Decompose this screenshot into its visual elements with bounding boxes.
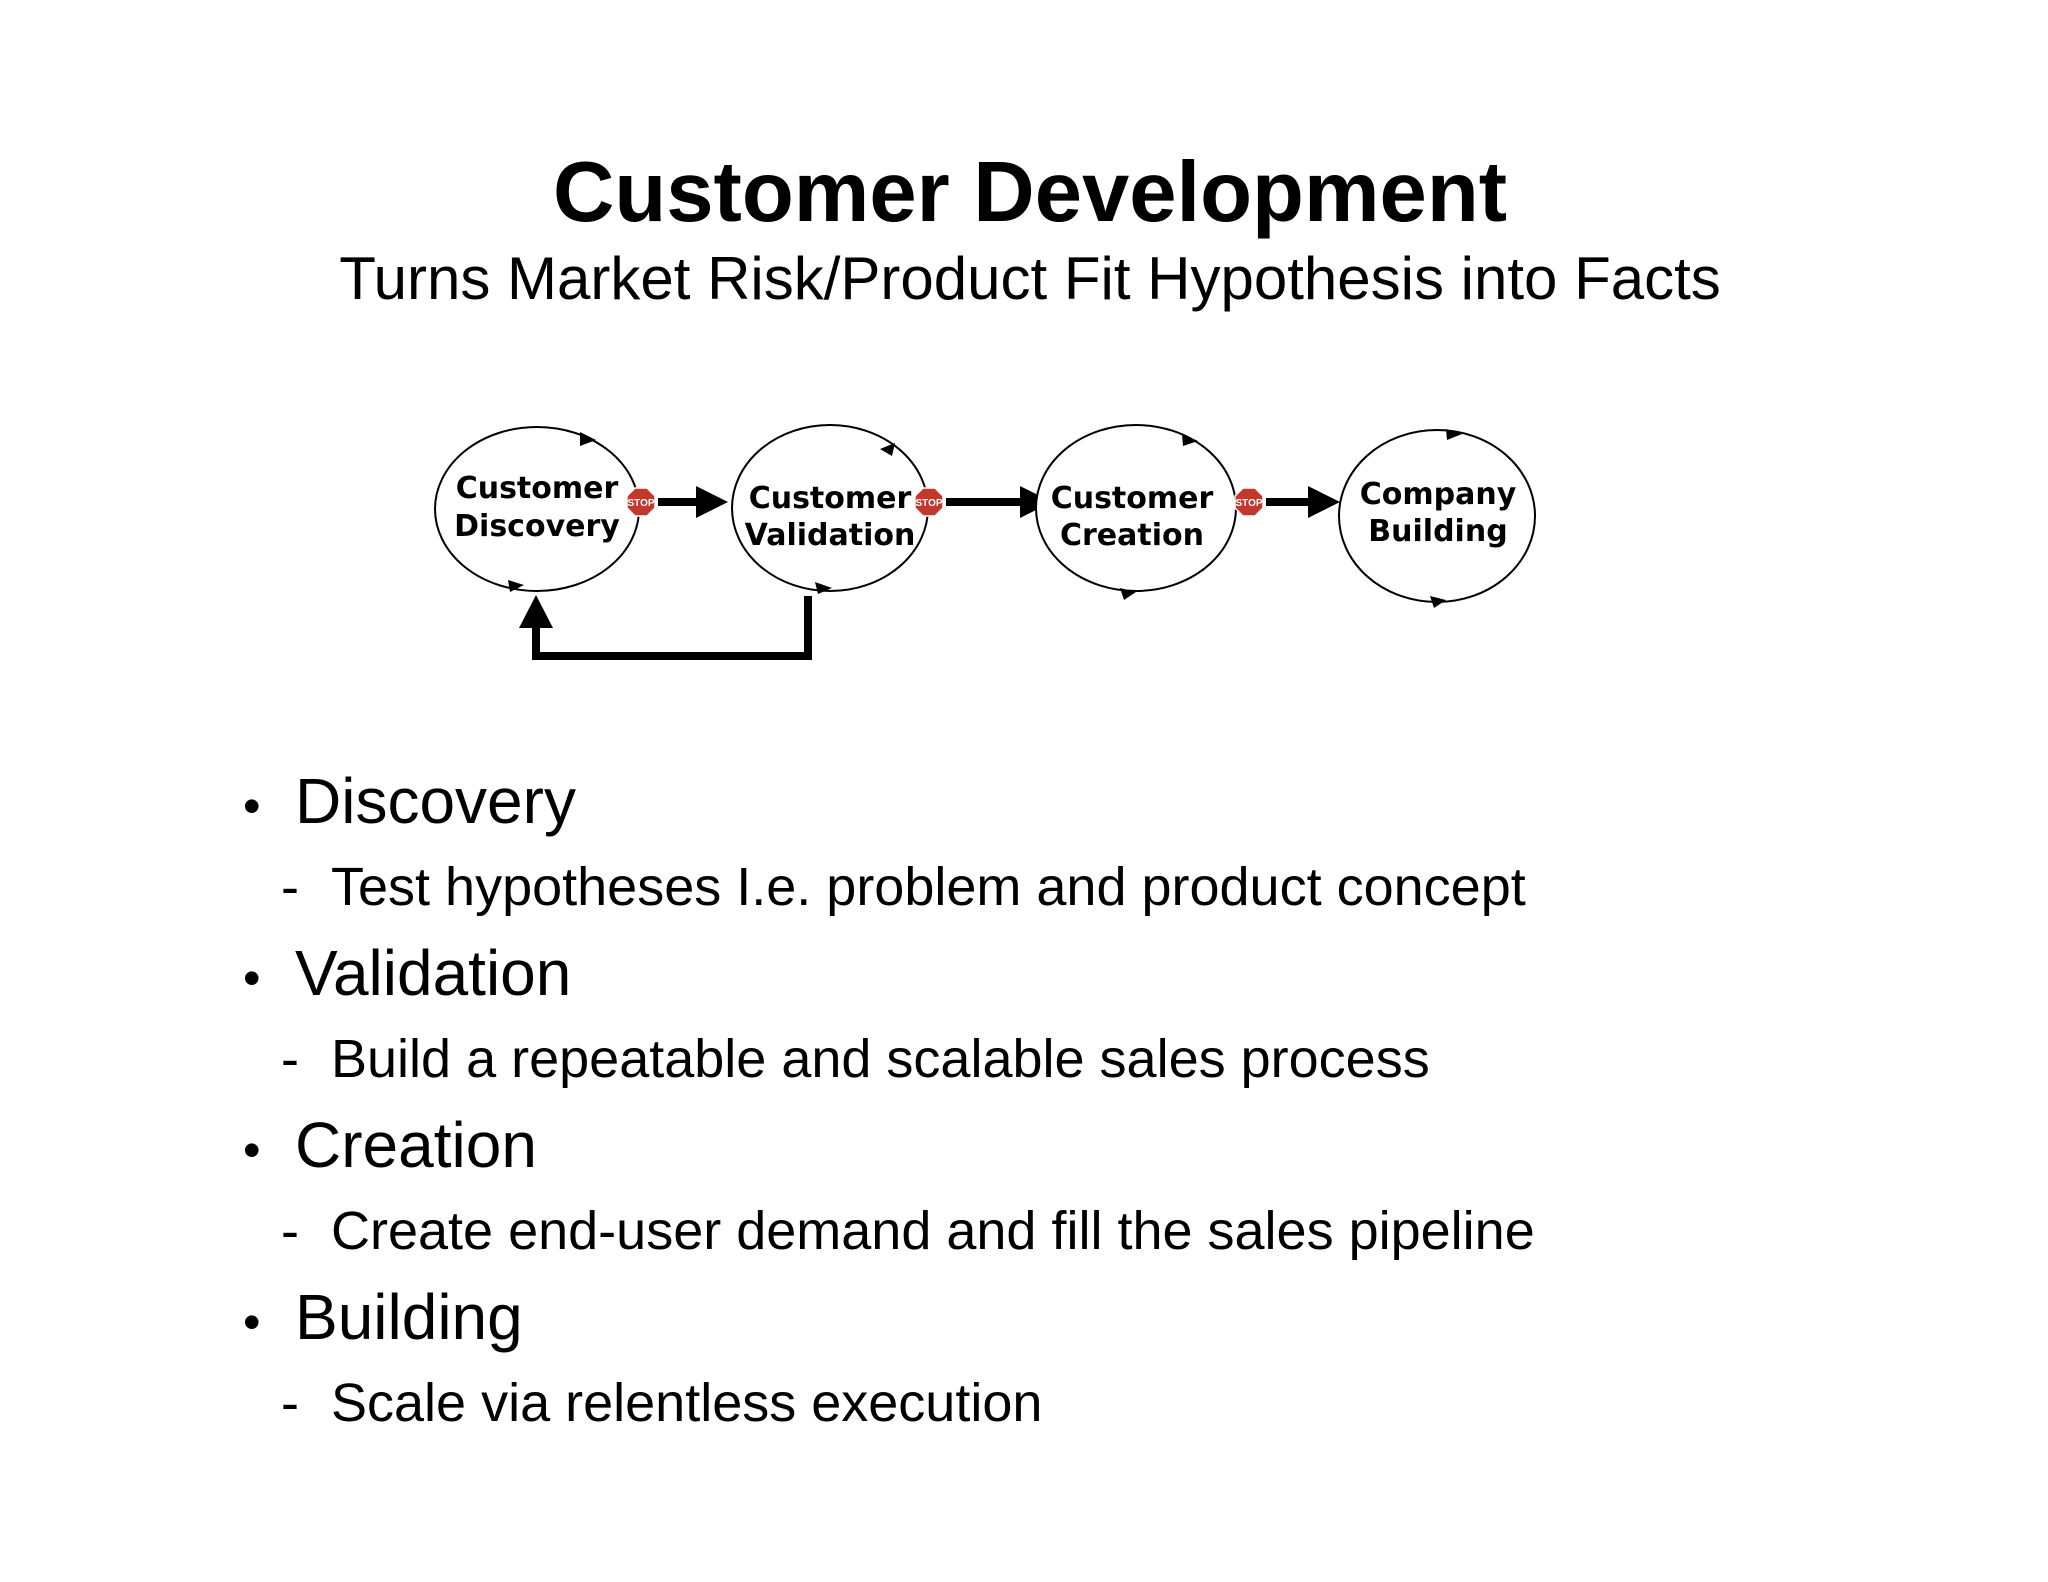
stop-sign-label: STOP	[915, 498, 942, 509]
list-item: • Discovery - Test hypotheses I.e. probl…	[243, 760, 1535, 932]
bullet-detail: Test hypotheses I.e. problem and product…	[331, 857, 1526, 917]
node-customer-discovery: Customer Discovery	[434, 426, 640, 592]
stop-sign-icon: STOP	[626, 487, 656, 517]
node-label-line2: Creation	[1060, 518, 1204, 553]
cycle-arrowhead-icon	[1446, 429, 1462, 440]
dash-icon: -	[281, 1201, 299, 1261]
cycle-arrowhead-icon	[1120, 588, 1136, 600]
dash-icon: -	[281, 1029, 299, 1089]
list-item: • Creation - Create end-user demand and …	[243, 1104, 1535, 1276]
dash-icon: -	[281, 857, 299, 917]
bullet-icon: •	[243, 950, 261, 1006]
cycle-arrowhead-icon	[580, 432, 596, 446]
cycle-arrowhead-icon	[815, 582, 832, 594]
slide-subtitle: Turns Market Risk/Product Fit Hypothesis…	[339, 245, 1721, 312]
stop-sign-icon: STOP	[1234, 487, 1264, 517]
node-label-line2: Validation	[745, 518, 916, 553]
bullet-detail: Create end-user demand and fill the sale…	[331, 1201, 1535, 1261]
bullet-label: Validation	[295, 937, 572, 1009]
node-customer-creation: Customer Creation	[1035, 424, 1237, 600]
bullet-list: • Discovery - Test hypotheses I.e. probl…	[243, 760, 1535, 1448]
cycle-arrowhead-icon	[1430, 596, 1446, 608]
feedback-loop-arrow	[519, 595, 812, 660]
stop-sign-label: STOP	[1235, 498, 1262, 509]
bullet-label: Creation	[295, 1109, 537, 1181]
node-label-line1: Customer	[749, 481, 912, 516]
bullet-detail: Scale via relentless execution	[331, 1373, 1043, 1433]
node-label-line1: Customer	[456, 471, 619, 506]
node-company-building: Company Building	[1338, 429, 1536, 608]
node-label-line1: Customer	[1051, 481, 1214, 516]
node-customer-validation: Customer Validation	[731, 424, 929, 594]
bullet-label: Discovery	[295, 765, 576, 837]
arrow-creation-to-building	[1266, 486, 1340, 518]
dash-icon: -	[281, 1373, 299, 1433]
list-item: • Building - Scale via relentless execut…	[243, 1276, 1535, 1448]
cycle-arrowhead-icon	[1182, 434, 1198, 446]
arrow-discovery-to-validation	[658, 486, 728, 518]
cycle-arrowhead-icon	[880, 443, 895, 456]
bullet-icon: •	[243, 1294, 261, 1350]
bullet-detail: Build a repeatable and scalable sales pr…	[331, 1029, 1430, 1089]
bullet-icon: •	[243, 1122, 261, 1178]
stop-sign-icon: STOP	[914, 487, 944, 517]
node-label-line2: Building	[1368, 514, 1507, 549]
stop-sign-label: STOP	[627, 498, 654, 509]
node-label-line1: Company	[1360, 477, 1517, 512]
cycle-arrowhead-icon	[508, 580, 524, 592]
bullet-icon: •	[243, 778, 261, 834]
slide-title: Customer Development	[552, 145, 1508, 240]
list-item: • Validation - Build a repeatable and sc…	[243, 932, 1535, 1104]
bullet-label: Building	[295, 1281, 523, 1353]
node-label-line2: Discovery	[454, 509, 620, 544]
